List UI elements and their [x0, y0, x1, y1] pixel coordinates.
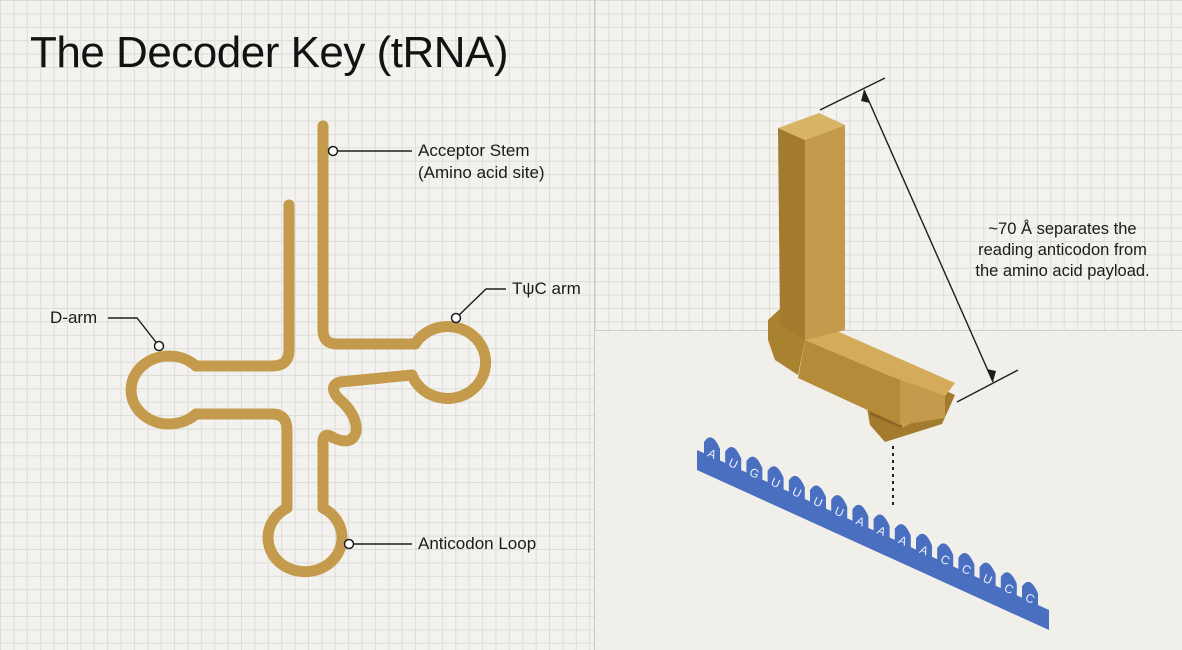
acceptor-label-line1: Acceptor Stem	[418, 141, 530, 160]
mrna-base: A	[852, 504, 869, 541]
annotation-line2: reading anticodon from	[978, 241, 1147, 259]
annotation-line3: the amino acid payload.	[975, 262, 1150, 280]
anticodon-marker	[343, 538, 355, 550]
tpsic-marker	[450, 312, 462, 324]
acceptor-label-line2: (Amino acid site)	[418, 163, 545, 182]
tpsic-arm-label: TψC arm	[512, 279, 581, 298]
mrna-base: C	[937, 543, 954, 579]
mrna-base: U	[725, 446, 742, 483]
trna-cloverleaf-strand	[125, 120, 492, 578]
d-loop	[125, 350, 202, 430]
acceptor-stem-strand	[317, 120, 421, 350]
darm-marker	[153, 340, 165, 352]
annotation-line1: ~70 Å separates the	[988, 220, 1137, 238]
mrna-base: U	[810, 485, 826, 522]
tpsic-loop	[406, 321, 492, 404]
mrna-base: A	[873, 514, 890, 551]
mrna-base: A	[916, 533, 932, 570]
mrna-base: G	[746, 456, 763, 493]
central-strand	[317, 369, 418, 514]
mrna-base: C	[958, 552, 975, 589]
acceptor-marker	[327, 145, 339, 157]
distance-annotation: ~70 Å separates the reading anticodon fr…	[950, 219, 1175, 282]
grid-panel-right	[595, 0, 1182, 331]
page-title: The Decoder Key (tRNA)	[30, 28, 509, 77]
d-arm-label: D-arm	[50, 308, 98, 327]
five-prime-strand	[190, 199, 295, 372]
tpsic-leader	[455, 288, 506, 319]
mrna-base: A	[704, 437, 720, 473]
mrna-base: U	[767, 466, 784, 502]
mrna-base: U	[831, 495, 848, 531]
mrna-base: U	[788, 475, 805, 512]
mrna-base: C	[1000, 572, 1017, 608]
mrna-base: A	[894, 524, 911, 560]
anticodon-loop-label: Anticodon Loop	[418, 534, 537, 553]
darm-leader	[108, 317, 160, 347]
trna-l-shape-3d	[768, 113, 955, 442]
d-arm-strand	[190, 408, 293, 514]
grid-panel-left	[0, 0, 595, 650]
mrna-backbone	[697, 450, 1049, 630]
dimension-indicator	[819, 77, 1019, 403]
anticodon-loop	[262, 502, 348, 578]
acceptor-stem-label: Acceptor Stem (Amino acid site)	[418, 140, 545, 184]
mrna-base: U	[979, 562, 996, 599]
mrna-base: C	[1022, 581, 1038, 618]
